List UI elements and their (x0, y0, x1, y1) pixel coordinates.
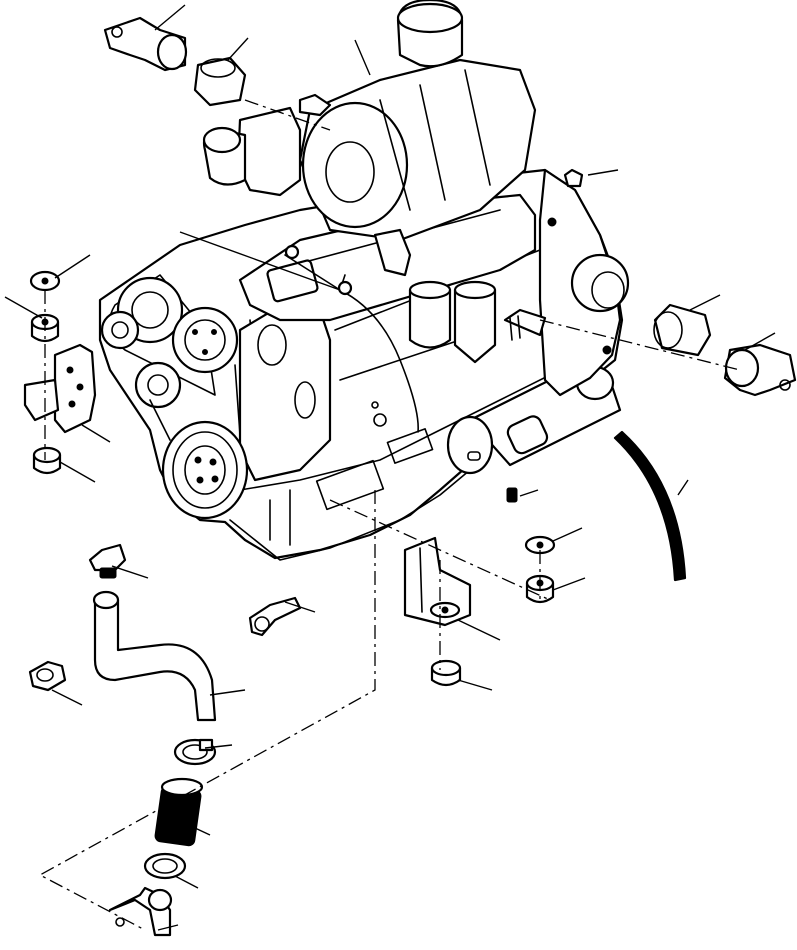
left-mount-stack (23, 270, 97, 475)
dipstick-clip (248, 596, 302, 637)
crankshaft-pulley (161, 420, 249, 520)
assembly-centerlines (38, 99, 741, 931)
hose-clamp-lower (143, 852, 187, 880)
housing-port (570, 253, 630, 313)
left-mount-bracket (53, 343, 97, 434)
right-mount-stack (403, 535, 556, 687)
engine-assembly (98, 0, 630, 561)
hose-clip (28, 660, 67, 692)
sensor-plug (563, 168, 584, 188)
exhaust-elbow-group (653, 303, 797, 397)
filler-cap (88, 543, 127, 572)
callout-leaders (4, 4, 776, 931)
air-cleaner (202, 0, 537, 277)
breather-hose (93, 598, 217, 722)
belt-drive (100, 274, 249, 520)
air-inlet-elbow-group (103, 16, 247, 107)
oil-filter-pair (408, 280, 497, 364)
timing-cover (238, 298, 332, 482)
hose-assembly (28, 543, 302, 937)
water-pump-pulley (171, 306, 239, 374)
drain-tube (613, 430, 687, 582)
